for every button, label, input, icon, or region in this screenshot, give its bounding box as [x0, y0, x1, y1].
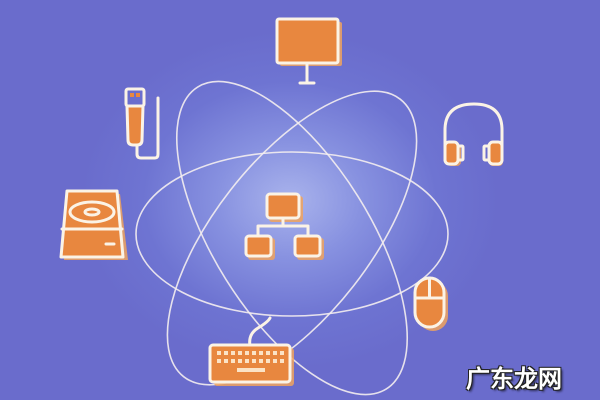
headphones-icon — [443, 102, 504, 166]
orbit-tilted-right — [166, 90, 418, 386]
monitor-icon — [275, 17, 342, 85]
watermark-text: 广东龙网 — [466, 365, 562, 393]
hard-drive-icon — [59, 189, 128, 260]
orbit-tilted-left — [175, 80, 409, 396]
orbit-horizontal — [135, 151, 449, 317]
usb-cable-icon — [124, 87, 160, 160]
keyboard-icon — [208, 316, 294, 386]
orbits — [135, 80, 449, 396]
network-hierarchy-icon — [244, 192, 324, 260]
mouse-icon — [413, 276, 448, 331]
